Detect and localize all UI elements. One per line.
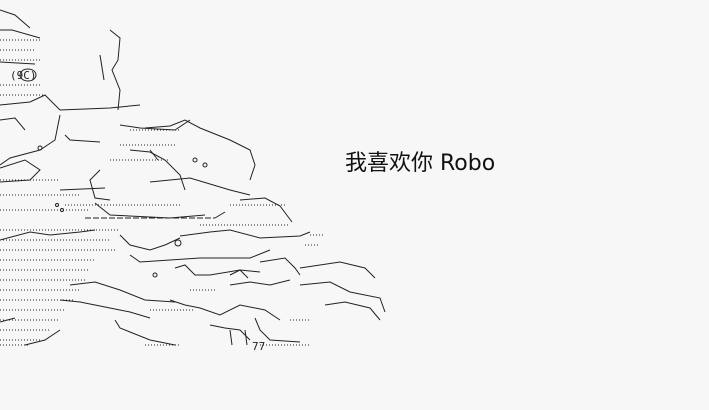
ascii-art-illustration: (9C) 77	[0, 9, 386, 353]
ascii-art-details	[19, 68, 249, 346]
ascii-art-label-number-bottom: 77	[252, 340, 265, 353]
ascii-art-label-number: (9C)	[10, 69, 37, 82]
ascii-art-shading	[0, 39, 325, 346]
ascii-art-outlines	[0, 9, 386, 346]
caption-text: 我喜欢你 Robo	[345, 151, 496, 176]
